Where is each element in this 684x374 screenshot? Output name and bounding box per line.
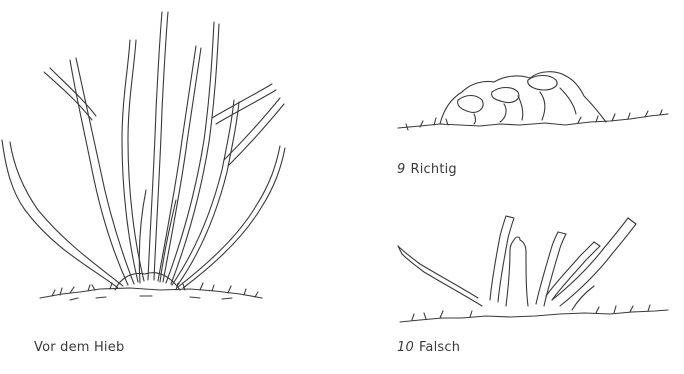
shrub-base: [115, 273, 180, 290]
shrub-ground-grass: [40, 283, 262, 300]
wrong-cut-stumps: [398, 216, 636, 310]
wrong-cut-stumps-drawing: [398, 216, 668, 322]
shrub-stems: [2, 12, 285, 288]
caption-before-text: Vor dem Hieb: [34, 340, 124, 355]
caption-before-cutting: Vor dem Hieb: [34, 340, 124, 355]
caption-wrong: 10 Falsch: [397, 340, 460, 355]
correct-stump-mound: [440, 72, 606, 124]
correct-stump-ground: [398, 114, 668, 128]
correct-cut-stump-drawing: [398, 72, 668, 130]
caption-correct-number: 9: [397, 162, 405, 177]
wrong-stumps-ground: [400, 310, 668, 322]
shrub-before-cutting-drawing: [2, 12, 285, 300]
caption-correct-text: Richtig: [410, 162, 456, 177]
caption-wrong-number: 10: [397, 340, 414, 355]
caption-correct: 9 Richtig: [397, 162, 457, 177]
caption-wrong-text: Falsch: [419, 340, 460, 355]
